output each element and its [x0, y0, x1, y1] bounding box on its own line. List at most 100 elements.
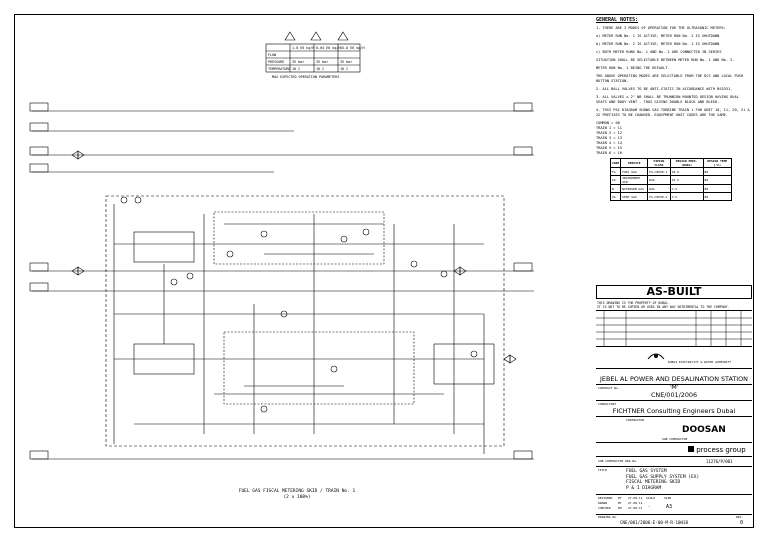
revision-grid	[596, 311, 752, 347]
header-table-col-1: 1.0 E6 kg/H	[292, 46, 315, 50]
table-cell: 3.5	[669, 192, 704, 201]
authority-row: DUBAI ELECTRICITY & WATER AUTHORITY	[596, 347, 752, 369]
revision-number: 0	[740, 520, 744, 526]
caption-line-2: (2 x 100%)	[283, 494, 311, 500]
table-cell: D2A	[647, 175, 671, 185]
service-header-temp: DESIGN TEMP (°C)	[702, 158, 733, 168]
status-drawn-by: MY	[618, 501, 622, 505]
status-checked-label: CHECKED	[598, 506, 611, 510]
filter-box-1	[133, 231, 195, 263]
status-checked-by: PM	[618, 506, 622, 510]
meter-run-1-box	[213, 211, 385, 265]
table-cell: FG-C0030-1	[647, 167, 671, 176]
table-cell: FUEL GAS	[620, 167, 649, 176]
header-table-row-temp: TEMPERATURE	[268, 67, 291, 71]
table-cell: VG	[609, 192, 622, 201]
header-table-col-3: 15.0 E6 kg/H	[340, 46, 365, 50]
contractor-row: CONTRACTOR DOOSAN SUB CONTRACTOR	[596, 417, 752, 443]
table-cell: D2A	[647, 184, 671, 193]
service-header-class: PIPING CLASS	[647, 158, 671, 168]
note-1f: THE ABOVE OPERATING MODES ARE SELECTABLE…	[596, 74, 744, 83]
contract-row: CONTRACT No. CNE/001/2006	[596, 385, 752, 401]
title-label: TITLE	[598, 468, 608, 472]
header-table-row-pressure: PRESSURE	[268, 60, 285, 64]
note-2: 2. ALL BALL VALVES TO BE ANTI-STATIC IN …	[596, 87, 733, 91]
pid-diagram-svg	[29, 31, 534, 460]
size-value: A3	[666, 504, 673, 510]
table-cell: IA	[609, 175, 622, 185]
train-code-1: TRAIN 1 = 11	[596, 126, 622, 130]
contract-label: CONTRACT No.	[598, 386, 620, 390]
status-designed-by: MY	[618, 496, 622, 500]
title-line-1: FUEL GAS SYSTEM	[626, 469, 667, 474]
train-code-3: TRAIN 3 = 13	[596, 136, 622, 140]
note-1a: a) METER RUN No. 1 IS ACTIVE, METER RUN …	[596, 34, 720, 38]
sub-contractor-row: process group	[596, 443, 752, 457]
table-row: VG VENT GAS FG-C0030-1 3.5 80	[609, 192, 733, 201]
general-notes-title: GENERAL NOTES:	[596, 17, 639, 23]
consultant-name: FICHTNER Consulting Engineers Dubai	[612, 407, 736, 415]
drawing-number-row: DRAWING No. CNE/001/2006-E-00-M-R-10H18 …	[596, 515, 752, 527]
train-code-6: TRAIN 6 = 16	[596, 151, 622, 155]
dewa-logo-icon	[647, 353, 665, 360]
title-line-4: P & I DIAGRAM	[626, 485, 662, 491]
as-built-stamp: AS-BUILT	[596, 285, 752, 299]
header-table-temp-2: 10 C	[316, 67, 325, 71]
consultant-row: CONSULTANT FICHTNER Consulting Engineers…	[596, 401, 752, 417]
contractor-label: CONTRACTOR	[626, 418, 645, 422]
train-code-2: TRAIN 2 = 12	[596, 131, 622, 135]
table-cell: 49.6	[669, 167, 704, 176]
project-row: JEBEL AL POWER AND DESALINATION STATION …	[596, 369, 752, 391]
table-cell: 80	[702, 175, 733, 185]
general-notes: GENERAL NOTES: 1. THERE ARE 3 MODES OF O…	[596, 18, 750, 156]
sub-contractor-label: SUB CONTRACTOR	[662, 437, 688, 441]
table-cell: 7.5	[669, 184, 704, 193]
train-code-4: TRAIN 4 = 14	[596, 141, 622, 145]
status-designed-label: DESIGNED	[598, 496, 613, 500]
consultant-label: CONSULTANT	[598, 402, 617, 406]
drawing-caption: FUEL GAS FISCAL METERING SKID / TRAIN No…	[232, 489, 362, 500]
sub-contractor-name: process group	[696, 446, 746, 454]
header-table-pressure-2: 35 bar	[316, 60, 329, 64]
sub-contract-dwg-number: 11276/P/001	[706, 459, 733, 464]
table-row: N NITROGEN GAS D2A 7.5 80	[609, 184, 733, 193]
drawing-number: CNE/001/2006-E-00-M-R-10H18	[620, 520, 689, 525]
pid-drawing: 1.0 E6 kg/H 0.04 E6 kg/H 15.0 E6 kg/H FL…	[14, 14, 594, 528]
status-drawn-label: DRAWN	[598, 501, 608, 505]
header-table-row-flow: FLOW	[268, 53, 277, 57]
header-table-temp-3: 10 C	[340, 67, 349, 71]
property-note-line-2: IT IS NOT TO BE COPIED OR USED IN ANY WA…	[597, 305, 730, 309]
contract-number: CNE/001/2006	[650, 391, 698, 399]
status-drawn-date: 27.08.11	[628, 501, 643, 505]
status-designed-date: 27.08.11	[628, 496, 643, 500]
service-header-pres: DESIGN PRES. (BARG)	[669, 158, 704, 168]
title-row: TITLE FUEL GAS SYSTEM FUEL GAS SUPPLY SY…	[596, 467, 752, 495]
authority-name: DUBAI ELECTRICITY & WATER AUTHORITY	[668, 360, 732, 364]
table-row: IA INSTRUMENT AIR D2A 10.5 80	[609, 175, 733, 185]
header-table-caption: MAX EXPECTED OPERATION PARAMETERS	[272, 75, 340, 79]
table-cell: 10.5	[669, 175, 704, 185]
note-1: 1. THERE ARE 3 MODES OF OPERATION FOR TH…	[596, 26, 726, 30]
project-title: JEBEL AL POWER AND DESALINATION STATION …	[600, 375, 748, 391]
drawing-no-label: DRAWING No.	[598, 515, 618, 519]
table-cell: 80	[702, 184, 733, 193]
note-1e: METER RUN No. 1 BEING THE DEFAULT.	[596, 66, 670, 70]
service-table: CODE SERVICE PIPING CLASS DESIGN PRES. (…	[609, 158, 733, 201]
title-block: DUBAI ELECTRICITY & WATER AUTHORITY JEBE…	[596, 310, 752, 526]
drawing-title: FUEL GAS SYSTEM FUEL GAS SUPPLY SYSTEM (…	[626, 469, 699, 491]
property-note-line-1: THIS DRAWING IS THE PROPERTY OF DUBAL.	[597, 301, 670, 305]
size-label: SIZE	[664, 496, 672, 500]
service-header-code: CODE	[609, 158, 622, 168]
table-cell: INSTRUMENT AIR	[620, 175, 649, 185]
table-cell: FG-C0030-1	[647, 192, 671, 201]
title-line-2: FUEL GAS SUPPLY SYSTEM (EX)	[626, 474, 700, 480]
revision-label: REV.	[736, 515, 744, 519]
header-table-temp-1: 10 C	[292, 67, 301, 71]
scale-value: —	[648, 504, 650, 508]
table-cell: 80	[702, 192, 733, 201]
title-line-3: FISCAL METERING SKID	[626, 480, 681, 485]
sub-contractor-dwg-row: SUB CONTRACTOR DWG No. 11276/P/001	[596, 457, 752, 467]
sub-contract-dwg-label: SUB CONTRACTOR DWG No.	[598, 459, 638, 463]
header-table-col-2: 0.04 E6 kg/H	[316, 46, 341, 50]
note-1d: SITUATION SHALL BE SELECTABLE BETWEEN ME…	[596, 58, 735, 62]
